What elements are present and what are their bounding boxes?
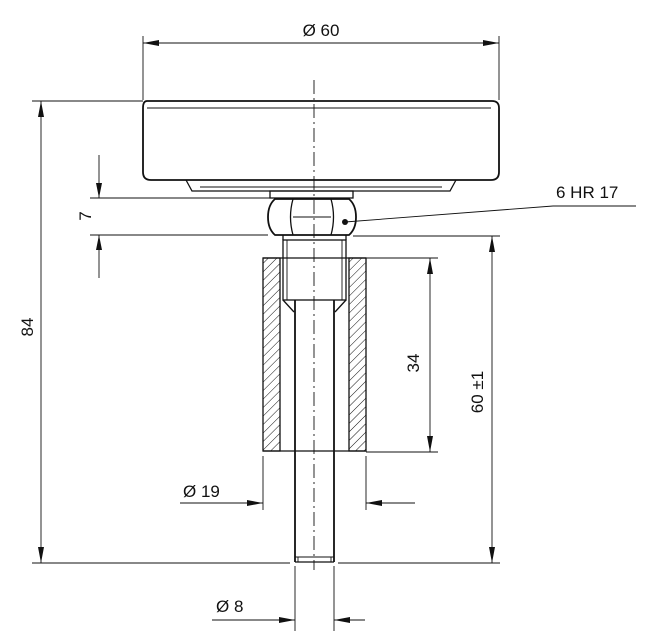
sleeve-section — [262, 235, 367, 452]
label-nut-height: 7 — [76, 211, 95, 220]
label-sleeve-length: 34 — [404, 354, 423, 373]
label-dia-stem: Ø 8 — [216, 597, 243, 616]
dim-diameter-8 — [212, 566, 365, 631]
label-overall-height: 84 — [18, 318, 37, 337]
label-nut-spec: 6 HR 17 — [556, 183, 618, 202]
dim-stem-length — [338, 235, 500, 564]
label-dia-top: Ø 60 — [303, 21, 340, 40]
label-dia-sleeve: Ø 19 — [183, 482, 220, 501]
dim-sleeve-length — [366, 257, 438, 453]
dim-overall-height — [32, 100, 290, 564]
dim-nut-height — [90, 155, 270, 278]
dim-diameter-60 — [142, 36, 500, 100]
dim-diameter-19 — [180, 456, 415, 510]
hex-nut — [267, 198, 357, 236]
base-washer — [269, 190, 354, 199]
knob-head — [142, 100, 500, 192]
label-stem-length: 60 ±1 — [468, 371, 487, 413]
leader-nut-spec — [342, 205, 636, 225]
stem — [294, 300, 335, 563]
